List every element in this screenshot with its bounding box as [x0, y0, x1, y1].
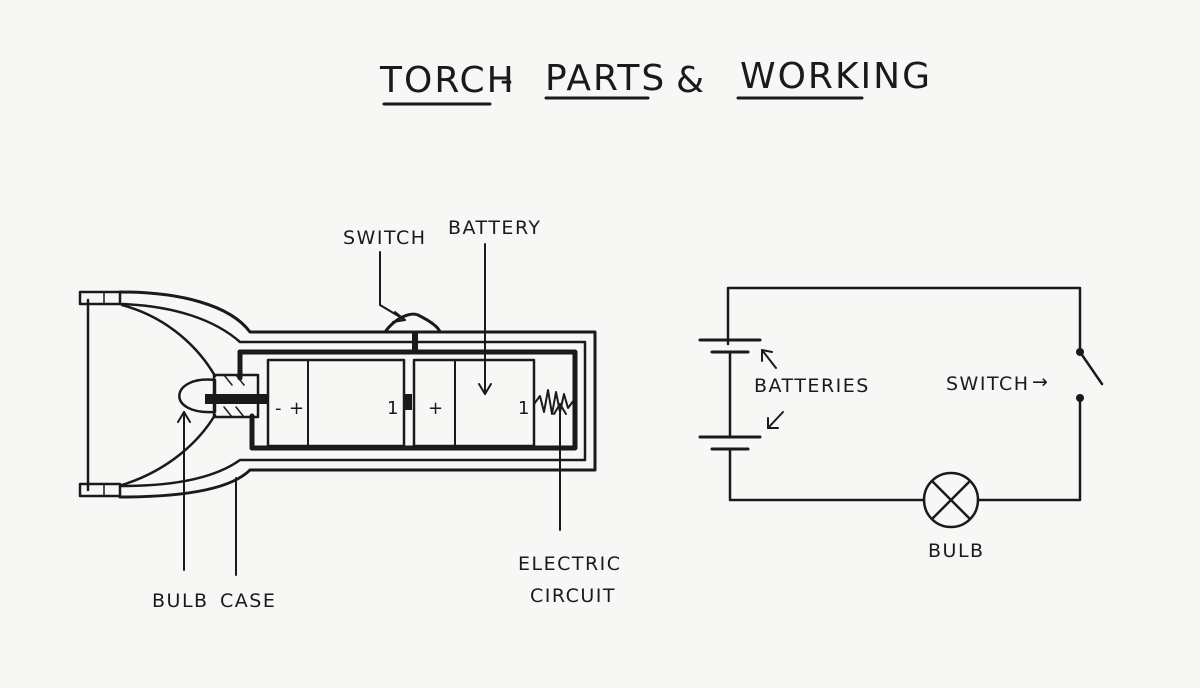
title-word-parts: PARTS	[545, 58, 666, 99]
torch-rim-top	[78, 290, 122, 306]
bulb-symbol-cross-2	[930, 479, 972, 521]
torch-case-inner	[120, 302, 587, 488]
torch-case-outer	[118, 290, 597, 499]
title-ampersand: &	[676, 60, 705, 101]
circuit-wire-bottom-left	[728, 448, 926, 502]
leader-bulb-arrow	[177, 411, 191, 423]
torch-reflector-lower	[120, 413, 217, 487]
label-bulb: BULB	[152, 590, 209, 612]
arrow-batteries-up	[761, 349, 777, 369]
torch-bulb	[178, 378, 217, 414]
circuit-annotations: BATTERIES SWITCH → BULB	[754, 349, 1049, 562]
torch-bulb-holder-hatch-1	[223, 374, 233, 386]
torch-reflector	[120, 303, 217, 378]
title-word-torch: TORCH	[379, 60, 516, 101]
arrow-batteries-down	[767, 411, 784, 429]
battery-2-mark: 1	[518, 398, 530, 419]
label-switch: SWITCH	[343, 227, 427, 249]
torch-bulb-holder-hatch-3	[223, 406, 233, 418]
torch-annotations: SWITCH BATTERY BULB CASE ELECTRIC CIRCUI…	[152, 217, 622, 612]
bulb-symbol	[922, 471, 980, 529]
leader-switch-arrow	[392, 311, 406, 323]
torch-bulb-contact	[205, 394, 267, 404]
page-title: TORCH - PARTS & WORKING	[379, 56, 932, 106]
title-word-working: WORKING	[740, 56, 932, 97]
leader-battery-arrow	[478, 383, 492, 395]
torch-cross-section: - + 1 + 1	[78, 290, 597, 499]
leader-switch	[379, 251, 406, 321]
label-batteries: BATTERIES	[754, 375, 870, 397]
switch-lever	[1078, 350, 1104, 386]
circuit-diagram	[698, 286, 1104, 529]
battery-1-mark: 1	[387, 398, 399, 419]
battery-1-minus: -	[275, 398, 283, 419]
leader-electric-circuit-arrow	[553, 403, 567, 415]
switch-contact-bottom	[1076, 394, 1084, 402]
label-electric: ELECTRIC	[518, 553, 622, 575]
battery-2-plus: +	[428, 398, 444, 419]
torch-bulb-holder-hatch-4	[235, 406, 245, 418]
label-battery: BATTERY	[448, 217, 542, 239]
circuit-wire-top	[726, 286, 1082, 354]
label-case: CASE	[220, 590, 276, 612]
label-switch-circuit: SWITCH	[946, 373, 1030, 395]
battery-1-nub	[404, 394, 412, 410]
torch-rim-bottom	[78, 482, 122, 498]
torch-spring	[533, 389, 575, 415]
switch-arrow: →	[1032, 371, 1049, 393]
arrow-batteries-up-head	[761, 349, 773, 362]
arrow-batteries-down-head	[767, 417, 779, 429]
label-bulb-circuit: BULB	[928, 540, 985, 562]
title-dash: -	[500, 60, 514, 101]
circuit-wire-right-lower	[976, 396, 1082, 502]
torch-switch	[383, 312, 442, 334]
label-circuit: CIRCUIT	[530, 585, 616, 607]
battery-1-plus: +	[289, 398, 305, 419]
